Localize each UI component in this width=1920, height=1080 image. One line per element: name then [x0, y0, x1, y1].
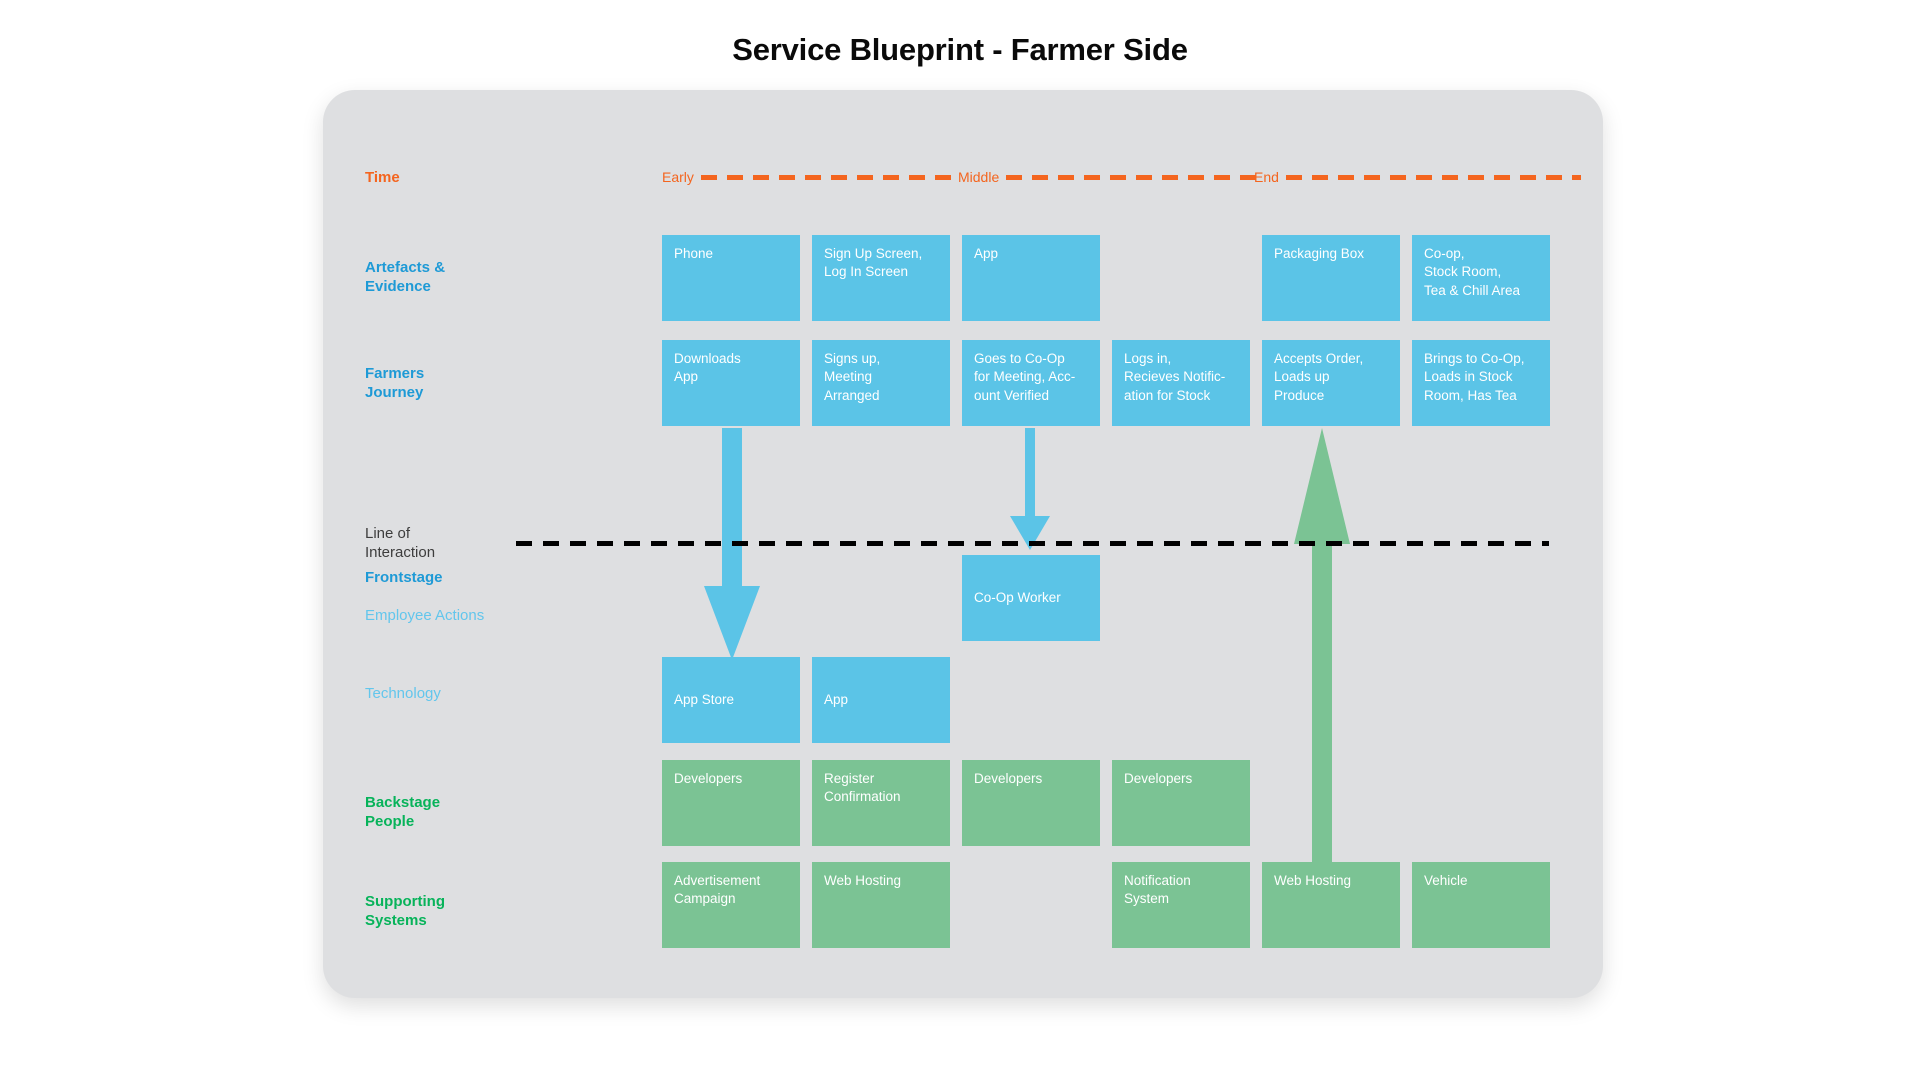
blueprint-box[interactable]: Developers [1112, 760, 1250, 846]
blueprint-box[interactable]: Co-op, Stock Room, Tea & Chill Area [1412, 235, 1550, 321]
blueprint-box[interactable]: Brings to Co-Op, Loads in Stock Room, Ha… [1412, 340, 1550, 426]
blueprint-box[interactable]: Phone [662, 235, 800, 321]
row-label-technology: Technology [365, 685, 441, 702]
row-label-supporting-systems: Supporting Systems [365, 893, 445, 930]
blueprint-box[interactable]: Downloads App [662, 340, 800, 426]
blueprint-box[interactable]: App [962, 235, 1100, 321]
blueprint-box[interactable]: Goes to Co-Op for Meeting, Acc- ount Ver… [962, 340, 1100, 426]
page-title: Service Blueprint - Farmer Side [732, 32, 1188, 67]
blueprint-box[interactable]: Developers [962, 760, 1100, 846]
blueprint-box[interactable]: Developers [662, 760, 800, 846]
blueprint-box[interactable]: Co-Op Worker [962, 555, 1100, 641]
blueprint-box[interactable]: Sign Up Screen, Log In Screen [812, 235, 950, 321]
blueprint-box[interactable]: Web Hosting [812, 862, 950, 948]
blueprint-box[interactable]: Accepts Order, Loads up Produce [1262, 340, 1400, 426]
blueprint-box[interactable]: Logs in, Recieves Notific- ation for Sto… [1112, 340, 1250, 426]
time-dashed-line-middle [1006, 174, 1257, 180]
time-marker-end-label: End [1254, 169, 1279, 185]
blueprint-box[interactable]: Vehicle [1412, 862, 1550, 948]
blueprint-box[interactable]: Register Confirmation [812, 760, 950, 846]
time-dashed-line-early [700, 174, 951, 180]
blueprint-box[interactable]: Web Hosting [1262, 862, 1400, 948]
arrow-co-op-meeting-to-co-op-worker [1010, 428, 1050, 550]
row-label-employee-actions: Employee Actions [365, 607, 485, 624]
time-marker-middle: Middle [958, 168, 1257, 186]
time-marker-early: Early [662, 168, 951, 186]
blueprint-box[interactable]: Advertisement Campaign [662, 862, 800, 948]
time-dashed-line-end [1285, 174, 1581, 180]
time-marker-middle-label: Middle [958, 169, 1000, 185]
line-of-interaction-dashed-rule [516, 541, 1549, 546]
time-marker-end: End [1254, 168, 1581, 186]
row-label-time: Time [365, 169, 400, 186]
row-label-backstage-people: Backstage People [365, 794, 441, 831]
row-label-artefacts-evidence: Artefacts & Evidence [365, 259, 446, 296]
time-marker-early-label: Early [662, 169, 694, 185]
row-label-line-of-interaction: Line of Interaction [365, 525, 436, 562]
blueprint-box[interactable]: App Store [662, 657, 800, 743]
row-label-frontstage: Frontstage [365, 569, 443, 586]
blueprint-box[interactable]: Notification System [1112, 862, 1250, 948]
arrow-web-hosting-to-accepts-order [1294, 428, 1350, 864]
blueprint-box[interactable]: Packaging Box [1262, 235, 1400, 321]
blueprint-box[interactable]: App [812, 657, 950, 743]
blueprint-box[interactable]: Signs up, Meeting Arranged [812, 340, 950, 426]
row-label-farmers-journey: Farmers Journey [365, 365, 425, 402]
